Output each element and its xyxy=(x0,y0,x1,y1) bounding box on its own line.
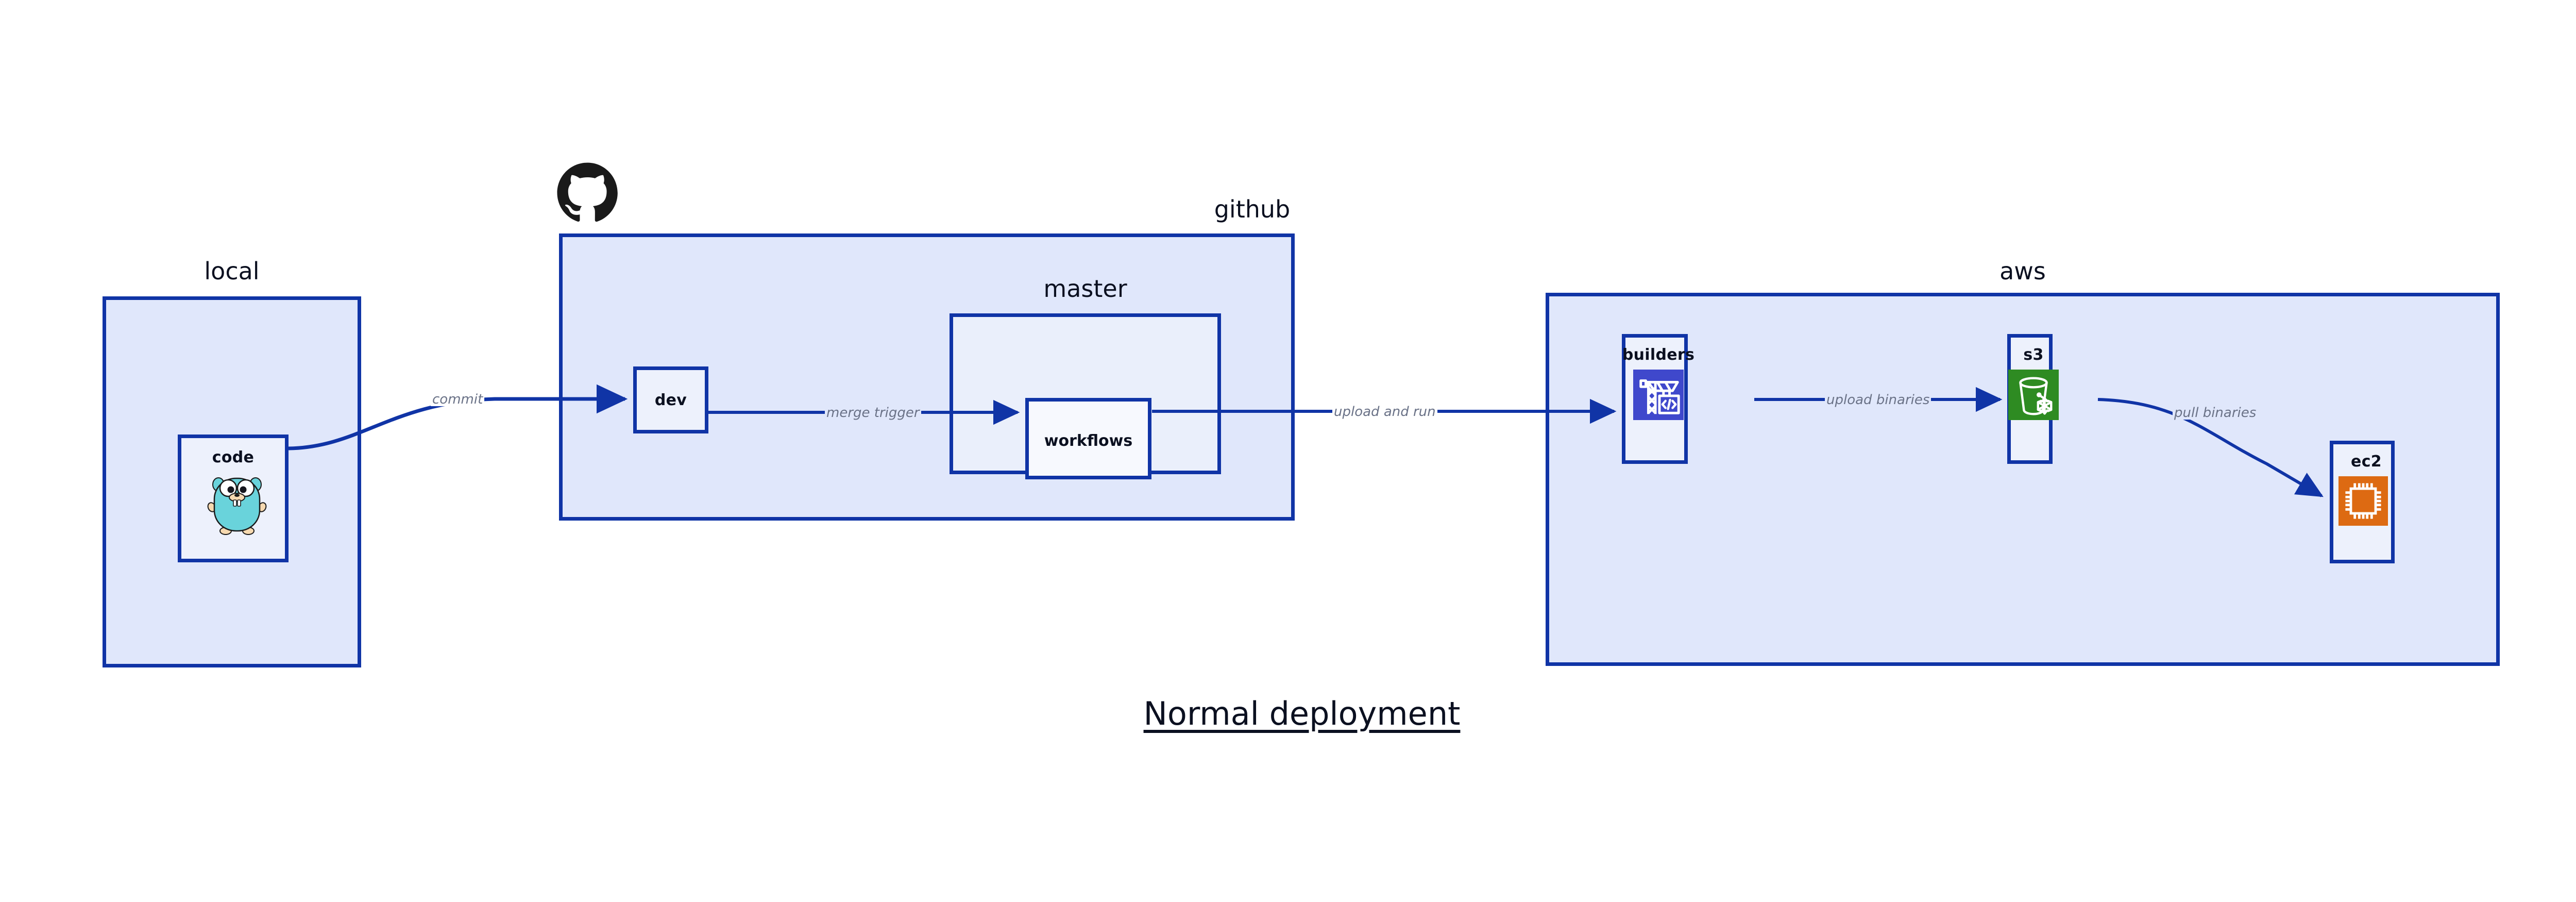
go-gopher-icon xyxy=(207,469,267,535)
edge-label-merge-trigger: merge trigger xyxy=(825,406,921,420)
node-label-workflows: workflows xyxy=(1044,432,1133,450)
group-label-aws: aws xyxy=(1999,257,2046,285)
node-workflows[interactable] xyxy=(1025,398,1151,479)
aws-codebuild-icon xyxy=(1633,370,1684,420)
page-title: Normal deployment xyxy=(1143,695,1461,732)
node-label-ec2: ec2 xyxy=(2351,453,2382,471)
group-label-master: master xyxy=(1043,275,1127,303)
node-ec2[interactable]: ec2 xyxy=(2330,441,2395,563)
aws-s3-glacier-icon xyxy=(2008,370,2059,420)
node-label-s3: s3 xyxy=(2023,346,2044,364)
edge-label-commit: commit xyxy=(431,393,485,406)
github-octocat-icon xyxy=(555,161,619,225)
node-label-builders: builders xyxy=(1622,346,1695,364)
node-label-dev: dev xyxy=(654,391,687,409)
group-label-local: local xyxy=(204,257,260,285)
node-dev[interactable]: dev xyxy=(633,366,708,433)
group-label-github: github xyxy=(1214,195,1291,223)
node-label-code: code xyxy=(212,448,255,466)
aws-ec2-icon xyxy=(2338,476,2388,526)
node-code[interactable]: code xyxy=(178,435,289,562)
node-builders[interactable]: builders xyxy=(1622,334,1694,464)
edge-label-pull-binaries: pull binaries xyxy=(2173,406,2258,420)
edge-label-upload-and-run: upload and run xyxy=(1332,405,1437,419)
edge-label-upload-binaries: upload binaries xyxy=(1825,393,1931,407)
node-s3[interactable]: s3 xyxy=(2007,334,2059,464)
